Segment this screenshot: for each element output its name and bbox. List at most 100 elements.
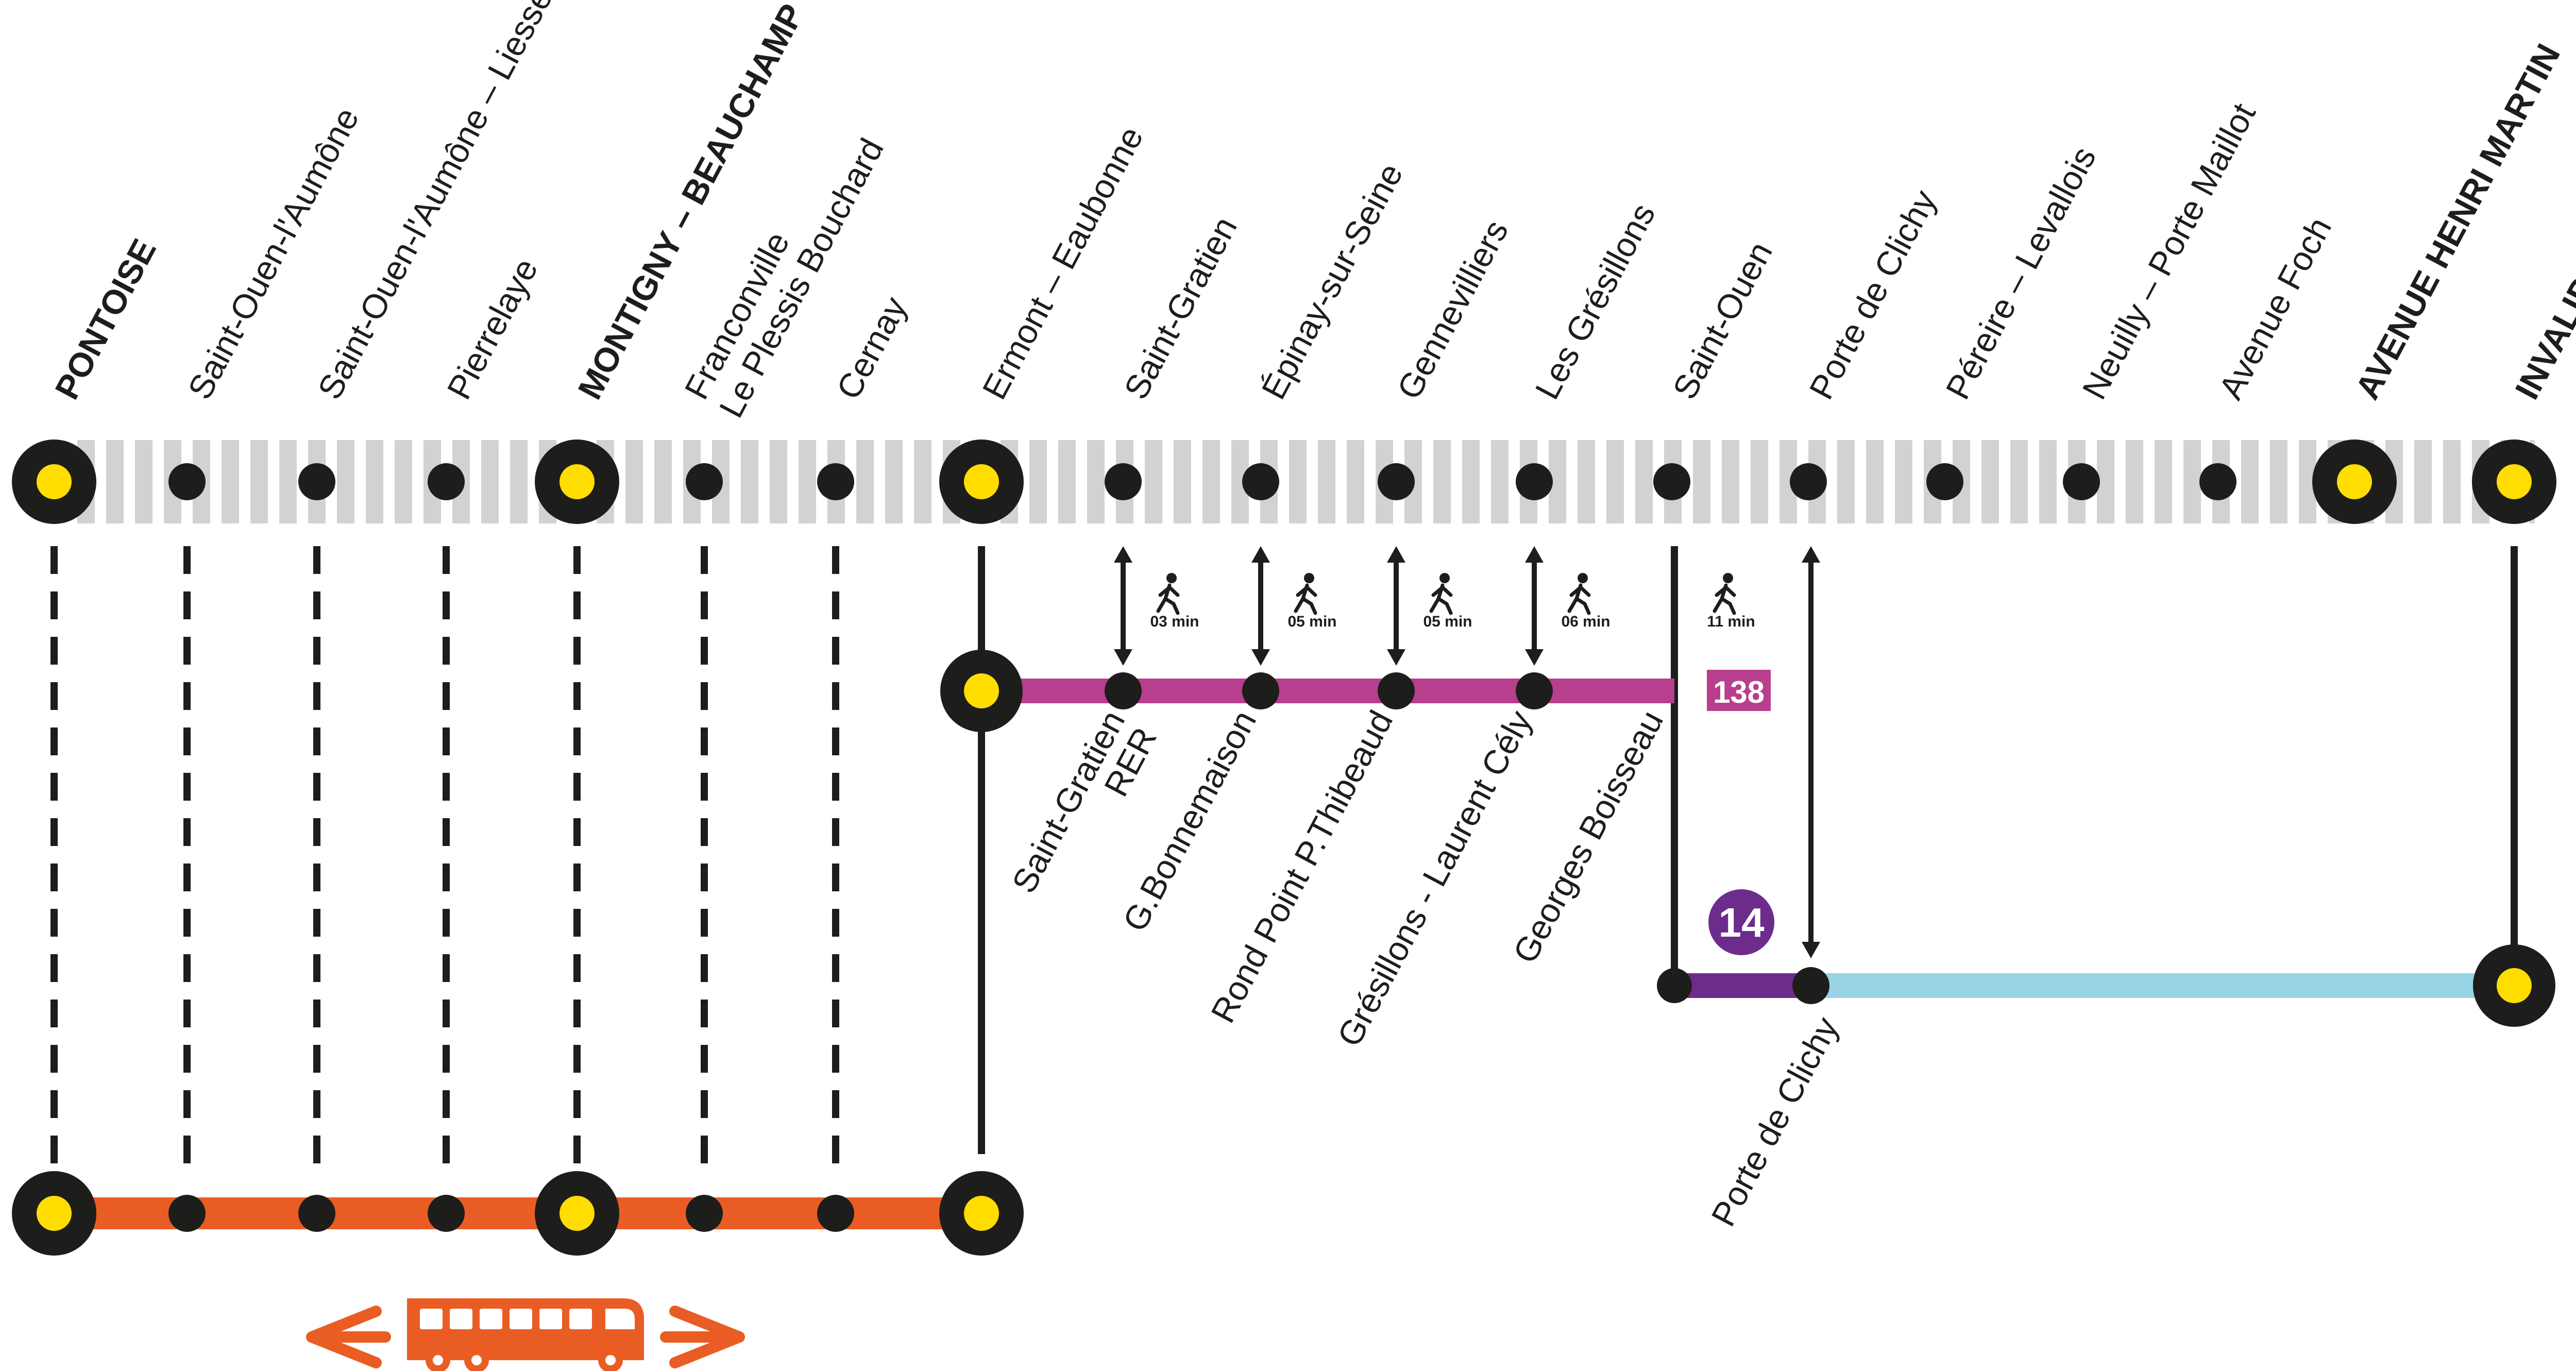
arrow-down-icon bbox=[1251, 649, 1270, 666]
metro-14-badge-background bbox=[1708, 889, 1774, 955]
rer-station-label: Cernay bbox=[829, 291, 914, 405]
arrow-up-icon bbox=[1525, 546, 1544, 563]
bus-138-stop-label: Georges Boisseau bbox=[1505, 704, 1670, 969]
walk-time-label: 11 min bbox=[1707, 613, 1755, 630]
rail-stripe bbox=[268, 440, 279, 523]
rer-major-station-core bbox=[560, 464, 595, 499]
rail-stripe bbox=[2287, 440, 2299, 523]
replacement-bus-stop-marker bbox=[817, 1195, 854, 1232]
metro-invalides-stop-core bbox=[2497, 968, 2532, 1003]
bus-138-stop-marker bbox=[1516, 672, 1553, 709]
rail-stripe bbox=[152, 440, 164, 523]
rail-stripe bbox=[528, 440, 539, 523]
rail-stripe bbox=[2172, 440, 2183, 523]
rail-stripe bbox=[1307, 440, 1318, 523]
metro-lines: 14 13 Porte de Clichy bbox=[1657, 889, 2555, 1232]
rer-station-marker bbox=[817, 463, 854, 500]
rail-stripe bbox=[1970, 440, 1981, 523]
rer-station-label: PONTOISE bbox=[47, 233, 163, 405]
rail-stripe bbox=[1999, 440, 2010, 523]
rail-stripe bbox=[1826, 440, 1837, 523]
rer-station-label: Saint-Gratien bbox=[1116, 210, 1244, 405]
replacement-bus-stop-marker bbox=[428, 1195, 465, 1232]
bus-138-stop-marker bbox=[1378, 672, 1415, 709]
rail-stripe bbox=[2461, 440, 2472, 523]
connector-lines bbox=[50, 546, 2518, 1164]
rail-stripe bbox=[730, 440, 741, 523]
rail-stripe bbox=[874, 440, 885, 523]
rail-stripe bbox=[1710, 440, 1722, 523]
walk-time-label: 05 min bbox=[1423, 613, 1472, 630]
rail-stripe bbox=[1624, 440, 1635, 523]
rail-stripe bbox=[1595, 440, 1606, 523]
rail-stripe bbox=[1162, 440, 1174, 523]
pedestrian-icon bbox=[1567, 573, 1591, 615]
rail-stripe bbox=[1364, 440, 1376, 523]
replacement-bus-major-stop-core bbox=[37, 1196, 72, 1231]
replacement-bus-stops bbox=[12, 1171, 1024, 1256]
rail-stripe bbox=[2259, 440, 2270, 523]
rail-stripe bbox=[1739, 440, 1751, 523]
rer-major-station-core bbox=[37, 464, 72, 499]
bus-windshield bbox=[605, 1309, 635, 1329]
rail-stripe bbox=[672, 440, 683, 523]
bus-138-badge-label: 138 bbox=[1713, 675, 1765, 709]
rail-stripe bbox=[499, 440, 510, 523]
bus-window bbox=[539, 1309, 562, 1329]
metro-14-saint-ouen-stop bbox=[1657, 968, 1692, 1003]
bus-window bbox=[480, 1309, 502, 1329]
rail-stripe bbox=[124, 440, 135, 523]
rer-station-label: Porte de Clichy bbox=[1802, 184, 1943, 405]
rail-stripe bbox=[1422, 440, 1433, 523]
pedestrian-icon bbox=[1429, 573, 1453, 615]
rail-stripe bbox=[470, 440, 481, 523]
arrow-right-icon bbox=[660, 1306, 745, 1368]
rer-station-marker bbox=[1790, 463, 1827, 500]
rer-major-station-core bbox=[2337, 464, 2372, 499]
pedestrian-icon bbox=[1156, 573, 1180, 615]
rer-station-marker bbox=[1105, 463, 1142, 500]
bus-138-badge-background bbox=[1707, 670, 1771, 711]
replacement-bus-stop-marker bbox=[686, 1195, 723, 1232]
rer-station-marker bbox=[168, 463, 206, 500]
bus-138-terminus-core bbox=[964, 673, 999, 708]
bus-direction-pictogram bbox=[306, 1298, 745, 1371]
rail-stripe bbox=[1855, 440, 1866, 523]
rail-stripe bbox=[614, 440, 625, 523]
replacement-bus-line bbox=[12, 1171, 1024, 1256]
pedestrian-icon bbox=[1713, 573, 1736, 615]
bus-138-badge: 138 bbox=[1707, 670, 1771, 711]
arrow-down-icon bbox=[1525, 649, 1544, 666]
bus-138-stop-marker bbox=[1105, 672, 1142, 709]
rer-station-label: Péreire – Levallois bbox=[1938, 140, 2103, 405]
rail-stripe bbox=[1509, 440, 1520, 523]
bus-138-stop-marker bbox=[1242, 672, 1279, 709]
rail-stripe bbox=[239, 440, 250, 523]
rail-stripe bbox=[2143, 440, 2155, 523]
rail-stripe bbox=[1768, 440, 1780, 523]
replacement-bus-major-stop-core bbox=[964, 1196, 999, 1231]
rail-stripe bbox=[903, 440, 914, 523]
rer-station-label: Ermont – Eaubonne bbox=[975, 120, 1150, 405]
bus-icon bbox=[407, 1298, 644, 1371]
rer-station-marker bbox=[2063, 463, 2100, 500]
replacement-bus-stop-marker bbox=[298, 1195, 335, 1232]
bus-138-stops bbox=[940, 650, 1553, 732]
bus-window bbox=[510, 1309, 532, 1329]
rer-station-marker bbox=[2199, 463, 2236, 500]
rail-stripe bbox=[758, 440, 770, 523]
bus-window bbox=[450, 1309, 472, 1329]
rail-stripe bbox=[412, 440, 423, 523]
rail-stripe bbox=[1278, 440, 1289, 523]
walk-time-label: 06 min bbox=[1561, 613, 1610, 630]
rail-stripe bbox=[1335, 440, 1347, 523]
arrow-left-icon bbox=[306, 1306, 391, 1368]
rail-track-band bbox=[77, 440, 2558, 523]
rail-stripe bbox=[2403, 440, 2414, 523]
rail-stripe bbox=[2057, 440, 2068, 523]
rer-station-marker bbox=[686, 463, 723, 500]
